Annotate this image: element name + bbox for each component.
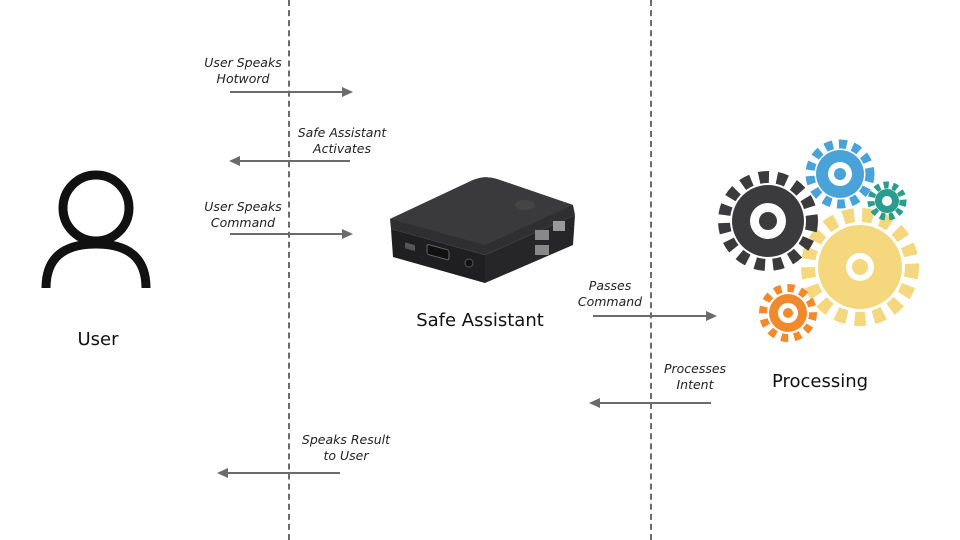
device-caption: Safe Assistant (416, 310, 544, 331)
arrow-command (230, 229, 353, 239)
arrow-activates (229, 156, 350, 166)
device-image (390, 177, 575, 283)
step-label-command: User Speaks Command (204, 199, 282, 230)
step-label-hotword: User Speaks Hotword (204, 55, 282, 86)
arrow-intent (589, 398, 711, 408)
arrow-passes (593, 311, 717, 321)
divider-device-processing (650, 0, 652, 540)
step-label-intent: Processes Intent (663, 361, 727, 392)
processing-caption: Processing (771, 371, 869, 392)
divider-user-device (288, 0, 290, 540)
arrow-result (217, 468, 340, 478)
step-label-passes: Passes Command (577, 278, 643, 309)
user-icon (41, 170, 151, 289)
step-label-activates: Safe Assistant Activates (297, 125, 387, 156)
user-caption: User (77, 329, 119, 350)
arrow-hotword (230, 87, 353, 97)
gears-icon (718, 139, 919, 342)
step-label-result: Speaks Result to User (301, 432, 391, 463)
